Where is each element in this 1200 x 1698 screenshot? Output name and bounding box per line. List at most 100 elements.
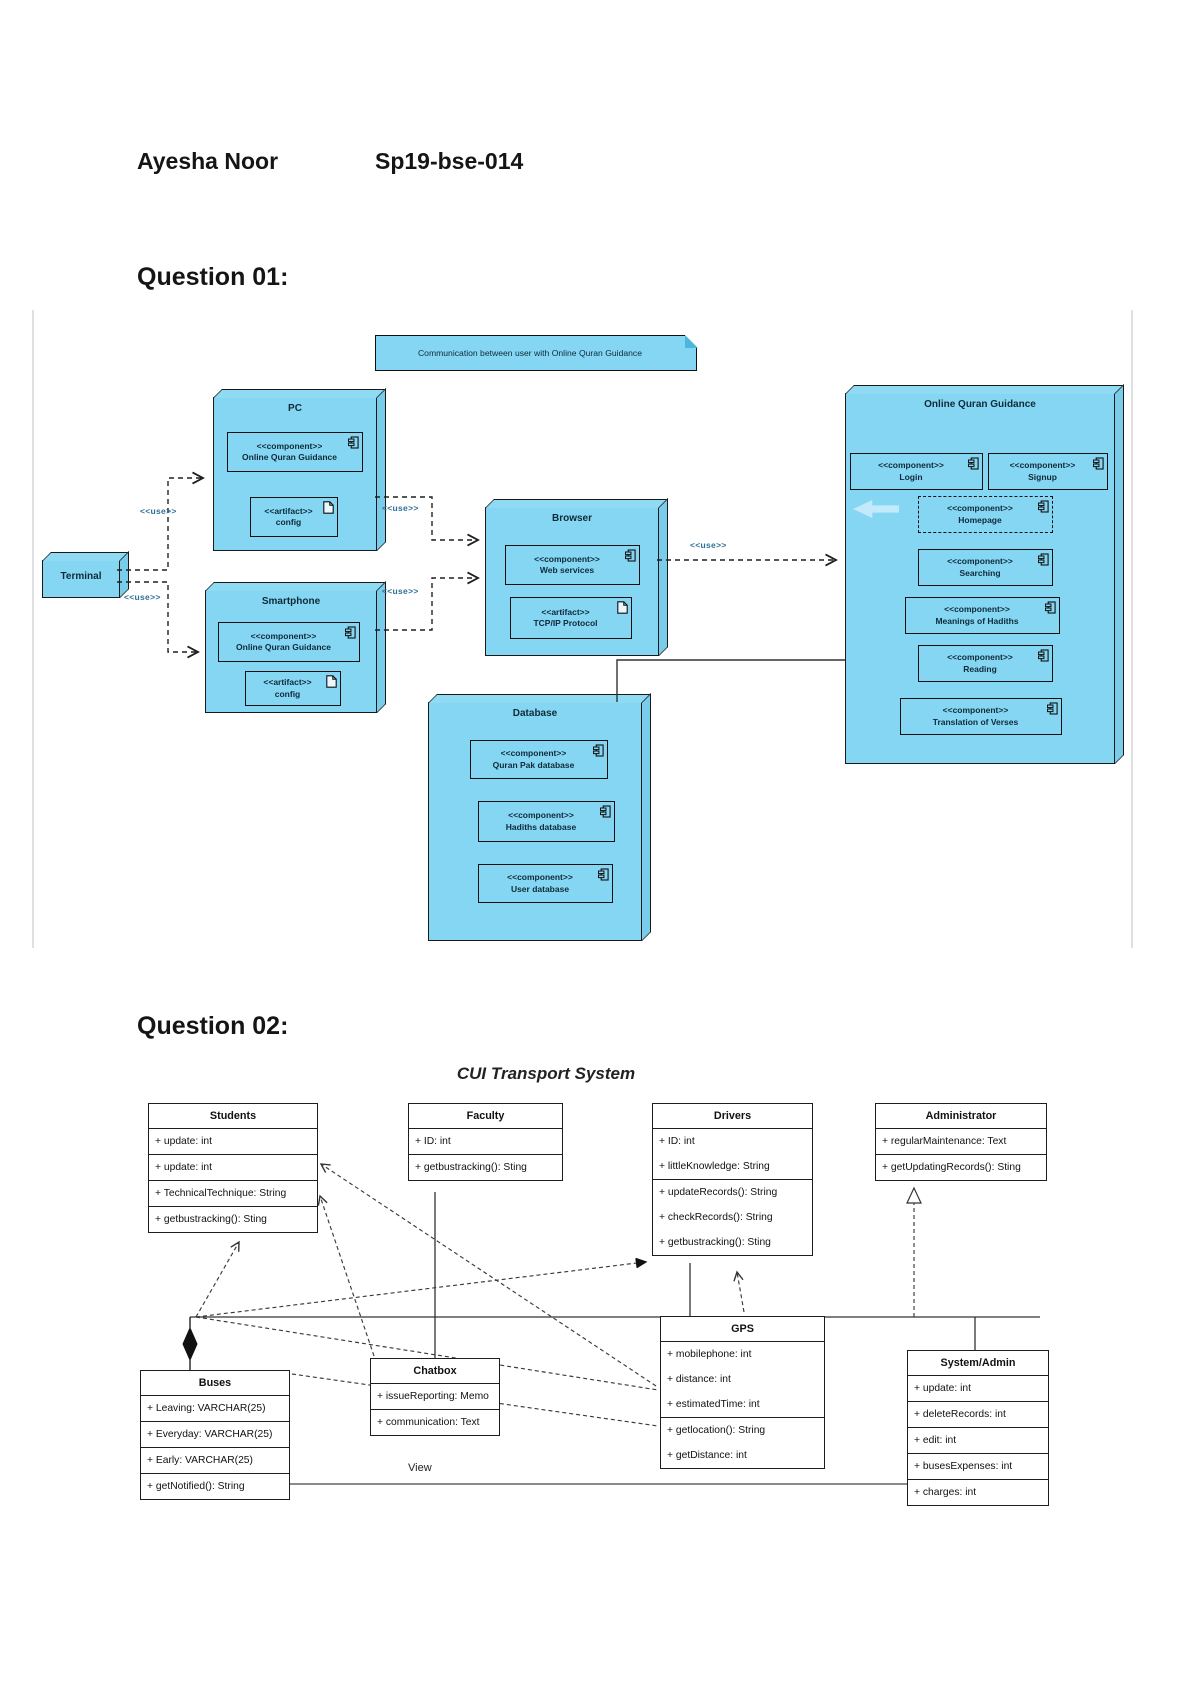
class-member: + getbustracking(): Sting: [659, 1237, 771, 1248]
class-chatbox: Chatbox + issueReporting: Memo+ communic…: [370, 1358, 500, 1436]
stereotype-label: <<artifact>>: [264, 505, 313, 516]
class-member: + regularMaintenance: Text: [882, 1136, 1007, 1147]
class-member: + busesExpenses: int: [908, 1453, 1048, 1479]
class-member: + ID: int: [659, 1136, 695, 1147]
stereotype-label: <<component>>: [534, 553, 600, 564]
component-icon: [348, 436, 359, 449]
class-member: + update: int: [914, 1383, 971, 1394]
node-title: Database: [512, 708, 558, 719]
component-name: User database: [510, 883, 570, 894]
component-browser-web-services: <<component>> Web services: [505, 545, 640, 585]
class-member: + update: int: [149, 1154, 317, 1180]
stereotype-label: <<component>>: [507, 872, 573, 883]
class-title: Faculty: [409, 1104, 562, 1129]
component-icon: [593, 744, 604, 757]
class-member: + Leaving: VARCHAR(25): [147, 1403, 266, 1414]
note-text: Communication between user with Online Q…: [417, 348, 643, 358]
class-member: + estimatedTime: int: [667, 1399, 760, 1410]
class-gps: GPS + mobilephone: int+ distance: int+ e…: [660, 1316, 825, 1469]
class-member: + TechnicalTechnique: String: [149, 1180, 317, 1206]
component-name: Quran Pak database: [492, 759, 575, 770]
class-attributes: + Leaving: VARCHAR(25) + Everyday: VARCHA…: [141, 1396, 289, 1473]
artifact-name: config: [274, 688, 301, 699]
stereotype-label: <<artifact>>: [263, 677, 312, 688]
question1-heading: Question 01:: [137, 263, 289, 291]
class-member: + ID: int: [415, 1136, 451, 1147]
class-title: Drivers: [653, 1104, 812, 1129]
class-system-admin: System/Admin + update: int+ deleteRecord…: [907, 1350, 1049, 1506]
class-member: + update: int: [155, 1136, 212, 1147]
class-methods: + getbustracking(): Sting: [149, 1206, 317, 1232]
component-name: Login: [899, 471, 923, 482]
component-name: Searching: [959, 567, 1001, 578]
class-methods: + updateRecords(): String + checkRecords(…: [653, 1179, 812, 1255]
class-title: GPS: [661, 1317, 824, 1342]
artifact-icon: [326, 675, 337, 688]
class-member: + deleteRecords: int: [908, 1401, 1048, 1427]
component-name: Online Quran Guidance: [242, 452, 337, 462]
node-title: Browser: [551, 513, 592, 524]
class-member: + Early: VARCHAR(25): [141, 1447, 289, 1473]
class-students: Students + update: int+ update: int+ Tec…: [148, 1103, 318, 1233]
class-member: + charges: int: [908, 1479, 1048, 1505]
class-member: + getDistance: int: [667, 1450, 747, 1461]
node-title: PC: [288, 403, 302, 414]
component-icon: [1045, 601, 1056, 614]
component-translation-of-verses: <<component>> Translation of Verses: [900, 698, 1062, 735]
uml-note: Communication between user with Online Q…: [375, 334, 698, 371]
class-member: + updateRecords(): String: [659, 1187, 778, 1198]
class-attributes: + mobilephone: int+ distance: int+ estim…: [661, 1342, 824, 1417]
component-name: Meanings of Hadiths: [935, 615, 1019, 626]
class-administrator: Administrator + regularMaintenance: Text…: [875, 1103, 1047, 1181]
view-association-label: View: [408, 1462, 432, 1474]
class-methods: + getlocation(): String+ getDistance: in…: [661, 1417, 824, 1468]
student-name: Ayesha Noor: [137, 148, 279, 174]
component-signup: <<component>> Signup: [988, 453, 1108, 490]
stereotype-label: <<artifact>>: [541, 606, 590, 617]
class-attributes: + update: int + deleteRecords: int+ edit:…: [908, 1376, 1048, 1505]
class-methods: + getNotified(): String: [141, 1473, 289, 1499]
class-attributes: + update: int+ update: int+ TechnicalTec…: [149, 1129, 317, 1206]
stereotype-label: <<component>>: [1009, 460, 1076, 471]
class-title: Students: [149, 1104, 317, 1129]
class-member: + issueReporting: Memo: [377, 1391, 489, 1402]
component-icon: [600, 805, 611, 818]
artifact-icon: [617, 601, 628, 614]
component-hadiths-database: <<component>> Hadiths database: [478, 801, 615, 842]
stereotype-label: <<component>>: [947, 503, 1013, 514]
component-icon: [1038, 500, 1049, 513]
class-member: + Everyday: VARCHAR(25): [141, 1421, 289, 1447]
use-label: <<use>>: [382, 586, 419, 596]
stereotype-label: <<component>>: [947, 556, 1013, 567]
class-member: + getNotified(): String: [147, 1481, 245, 1492]
class-member: + getUpdatingRecords(): Sting: [882, 1162, 1021, 1173]
component-name: Online Quran Guidance: [236, 642, 331, 652]
node-title: Smartphone: [261, 596, 321, 607]
stereotype-label: <<component>>: [250, 630, 317, 641]
class-member: + mobilephone: int: [667, 1349, 752, 1360]
node-terminal: Terminal: [42, 560, 120, 598]
student-id: Sp19-bse-014: [375, 148, 524, 174]
component-name: Reading: [963, 663, 997, 674]
class-member: + littleKnowledge: String: [659, 1161, 770, 1172]
component-user-database: <<component>> User database: [478, 864, 613, 903]
class-member: + edit: int: [908, 1427, 1048, 1453]
class-title: Buses: [141, 1371, 289, 1396]
use-label: <<use>>: [124, 592, 161, 602]
component-name: Signup: [1028, 471, 1057, 482]
node-title: Terminal: [60, 571, 102, 582]
use-label: <<use>>: [140, 506, 177, 516]
stereotype-label: <<component>>: [942, 705, 1009, 716]
class-attributes: + ID: int: [409, 1129, 562, 1154]
class-member: + communication: Text: [371, 1409, 499, 1435]
component-login: <<component>> Login: [850, 453, 983, 490]
node-title: Online Quran Guidance: [924, 399, 1036, 410]
class-member: + checkRecords(): String: [659, 1212, 773, 1223]
component-icon: [598, 868, 609, 881]
class-methods: + getbustracking(): Sting: [409, 1154, 562, 1180]
stereotype-label: <<component>>: [878, 460, 944, 471]
stereotype-label: <<component>>: [947, 652, 1013, 663]
component-icon: [1047, 702, 1058, 715]
question2-heading: Question 02:: [137, 1012, 289, 1040]
stereotype-label: <<component>>: [500, 748, 567, 759]
